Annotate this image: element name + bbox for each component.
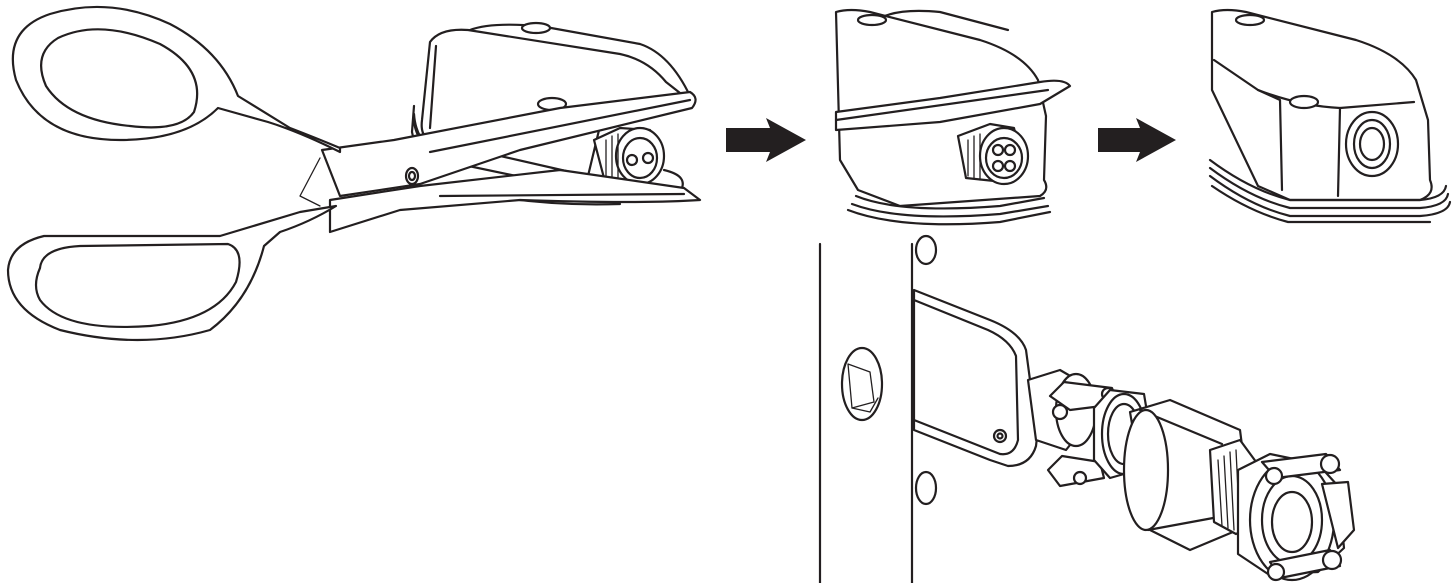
step1-plug (592, 126, 666, 186)
scissors-icon (6, 5, 702, 342)
step3-enclosure (1208, 8, 1452, 224)
step4-wall (818, 234, 938, 583)
arrow-right-icon (1098, 118, 1176, 162)
arrow-right-icon (726, 118, 806, 162)
step3-opening (1344, 110, 1400, 178)
step2-cut-plug (956, 122, 1030, 186)
step4-enclosure (912, 288, 1042, 468)
conduit-fitting-icon (1026, 368, 1356, 582)
step2-scissor-blade (834, 79, 1072, 132)
